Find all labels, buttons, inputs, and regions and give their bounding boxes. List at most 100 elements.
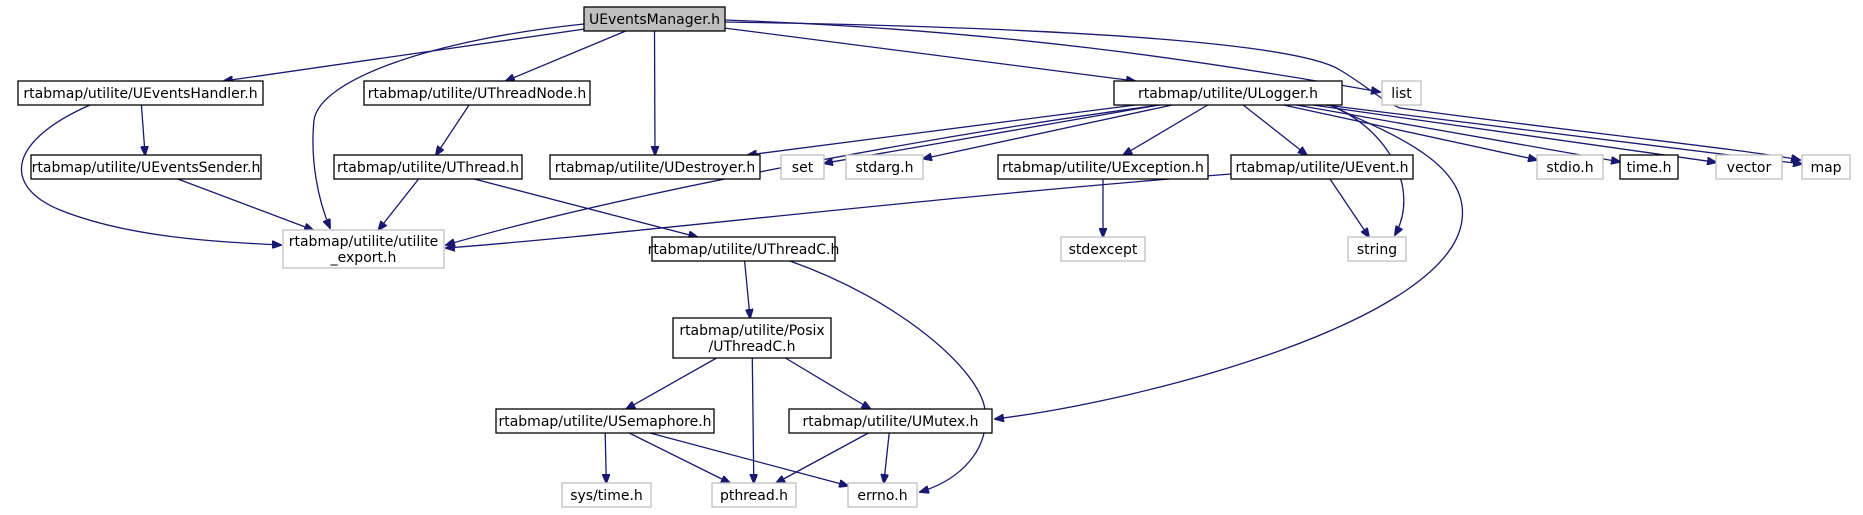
node-pthread: pthread.h [711,482,797,508]
node-set: set [780,154,825,180]
node-label-export: rtabmap/utilite/utilite [289,234,439,250]
node-mutex[interactable]: rtabmap/utilite/UMutex.h [788,408,993,434]
node-label-set: set [792,160,814,176]
node-threadnode[interactable]: rtabmap/utilite/UThreadNode.h [363,80,591,106]
edge-uthread-to-uthreadc [474,178,697,237]
edge-ulogger-to-vector [1312,104,1717,162]
node-udestroyer[interactable]: rtabmap/utilite/UDestroyer.h [549,154,761,180]
edge-uthreadc-to-errno [789,260,987,492]
node-box-list [1381,80,1422,106]
edge-posix-to-mutex [785,357,870,409]
node-box-uthread [333,154,523,180]
edge-root-to-list [724,19,1380,92]
graph-nodes: UEventsManager.h rtabmap/utilite/UEventsH… [17,6,1851,508]
node-box-set [780,154,825,180]
edge-ulogger-to-mutex [995,104,1463,419]
edge-sender-to-export [177,178,313,230]
node-label-string: string [1357,242,1397,258]
node-box-uthreadc [651,236,836,262]
node-box-map [1801,154,1851,180]
edge-ulogger-to-stdarg [923,104,1173,159]
node-export: rtabmap/utilite/utilite_export.h [282,229,445,269]
node-box-udestroyer [549,154,761,180]
node-semaphore[interactable]: rtabmap/utilite/USemaphore.h [495,408,715,434]
edge-threadnode-to-uthread [436,104,470,155]
node-box-threadnode [363,80,591,106]
node-sender[interactable]: rtabmap/utilite/UEventsSender.h [30,154,262,180]
node-uthread[interactable]: rtabmap/utilite/UThread.h [333,154,523,180]
edge-root-to-ulogger [724,27,1135,81]
node-uevent[interactable]: rtabmap/utilite/UEvent.h [1230,154,1414,180]
edge-ulogger-to-uevent [1242,104,1307,155]
node-label-semaphore: rtabmap/utilite/USemaphore.h [498,414,711,430]
node-label-handler: rtabmap/utilite/UEventsHandler.h [23,86,257,102]
edge-root-to-threadnode [506,30,626,81]
node-label-uthread: rtabmap/utilite/UThread.h [337,160,519,176]
node-box-stdio [1536,154,1604,180]
node-box-sender [30,154,262,180]
edge-uthreadc-to-posix [743,260,751,318]
edge-posix-to-pthread [752,357,754,483]
node-box-stdexcept [1060,236,1146,262]
node-map: map [1801,154,1851,180]
node-box-posix [672,317,832,359]
edge-root-to-export [312,23,585,228]
node-ulogger[interactable]: rtabmap/utilite/ULogger.h [1113,80,1343,106]
node-label-vector: vector [1727,160,1772,176]
edge-handler-to-export [20,104,281,245]
node-systime: sys/time.h [561,482,652,508]
node-box-stdarg [845,154,924,180]
node-stdio: stdio.h [1536,154,1604,180]
node-box-systime [561,482,652,508]
node-posix[interactable]: rtabmap/utilite/Posix/UThreadC.h [672,317,832,359]
edge-root-to-map [724,21,1800,160]
edge-mutex-to-errno [884,432,890,483]
node-box-pthread [711,482,797,508]
node-list: list [1381,80,1422,106]
edge-ulogger-to-timeh [1296,104,1620,162]
node-handler[interactable]: rtabmap/utilite/UEventsHandler.h [17,80,264,106]
node-box-mutex [788,408,993,434]
node-stdexcept: stdexcept [1060,236,1146,262]
node-box-vector [1715,154,1783,180]
edge-semaphore-to-pthread [628,432,730,483]
edge-uevent-to-string [1329,178,1369,237]
node-box-timeh [1619,154,1679,180]
node-label-stdarg: stdarg.h [856,160,914,176]
edge-root-to-handler [224,28,585,81]
node-timeh[interactable]: time.h [1619,154,1679,180]
edge-semaphore-to-systime [605,432,606,483]
node-label-uevent: rtabmap/utilite/UEvent.h [1235,160,1408,176]
edge-ulogger-to-set [824,104,1160,163]
node-label-list: list [1391,86,1412,102]
node-uexception[interactable]: rtabmap/utilite/UException.h [997,154,1209,180]
node-label-sender: rtabmap/utilite/UEventsSender.h [32,160,261,176]
node-label-uthreadc: rtabmap/utilite/UThreadC.h [648,242,840,258]
node-label-stdexcept: stdexcept [1069,242,1138,258]
node-box-uevent [1230,154,1414,180]
node-string: string [1347,236,1407,262]
node-uthreadc[interactable]: rtabmap/utilite/UThreadC.h [648,236,840,262]
node-box-handler [17,80,264,106]
node-box-errno [847,482,918,508]
node-label-export: _export.h [330,250,397,266]
node-label-systime: sys/time.h [570,488,643,504]
node-label-uexception: rtabmap/utilite/UException.h [1002,160,1204,176]
edge-handler-to-sender [141,104,145,155]
edge-ulogger-to-stdio [1283,104,1538,160]
node-label-udestroyer: rtabmap/utilite/UDestroyer.h [555,160,756,176]
node-label-pthread: pthread.h [720,488,788,504]
edge-ulogger-to-map [1324,104,1802,164]
edge-ulogger-to-export [446,104,1161,245]
edge-root-to-udestroyer [655,30,656,155]
node-box-uexception [997,154,1209,180]
node-label-mutex: rtabmap/utilite/UMutex.h [802,414,978,430]
node-root[interactable]: UEventsManager.h [583,6,726,32]
node-label-threadnode: rtabmap/utilite/UThreadNode.h [368,86,586,102]
node-box-root [583,6,726,32]
node-label-root: UEventsManager.h [589,12,720,28]
node-label-ulogger: rtabmap/utilite/ULogger.h [1138,86,1318,102]
node-box-ulogger [1113,80,1343,106]
edge-uevent-to-export [446,173,1232,248]
